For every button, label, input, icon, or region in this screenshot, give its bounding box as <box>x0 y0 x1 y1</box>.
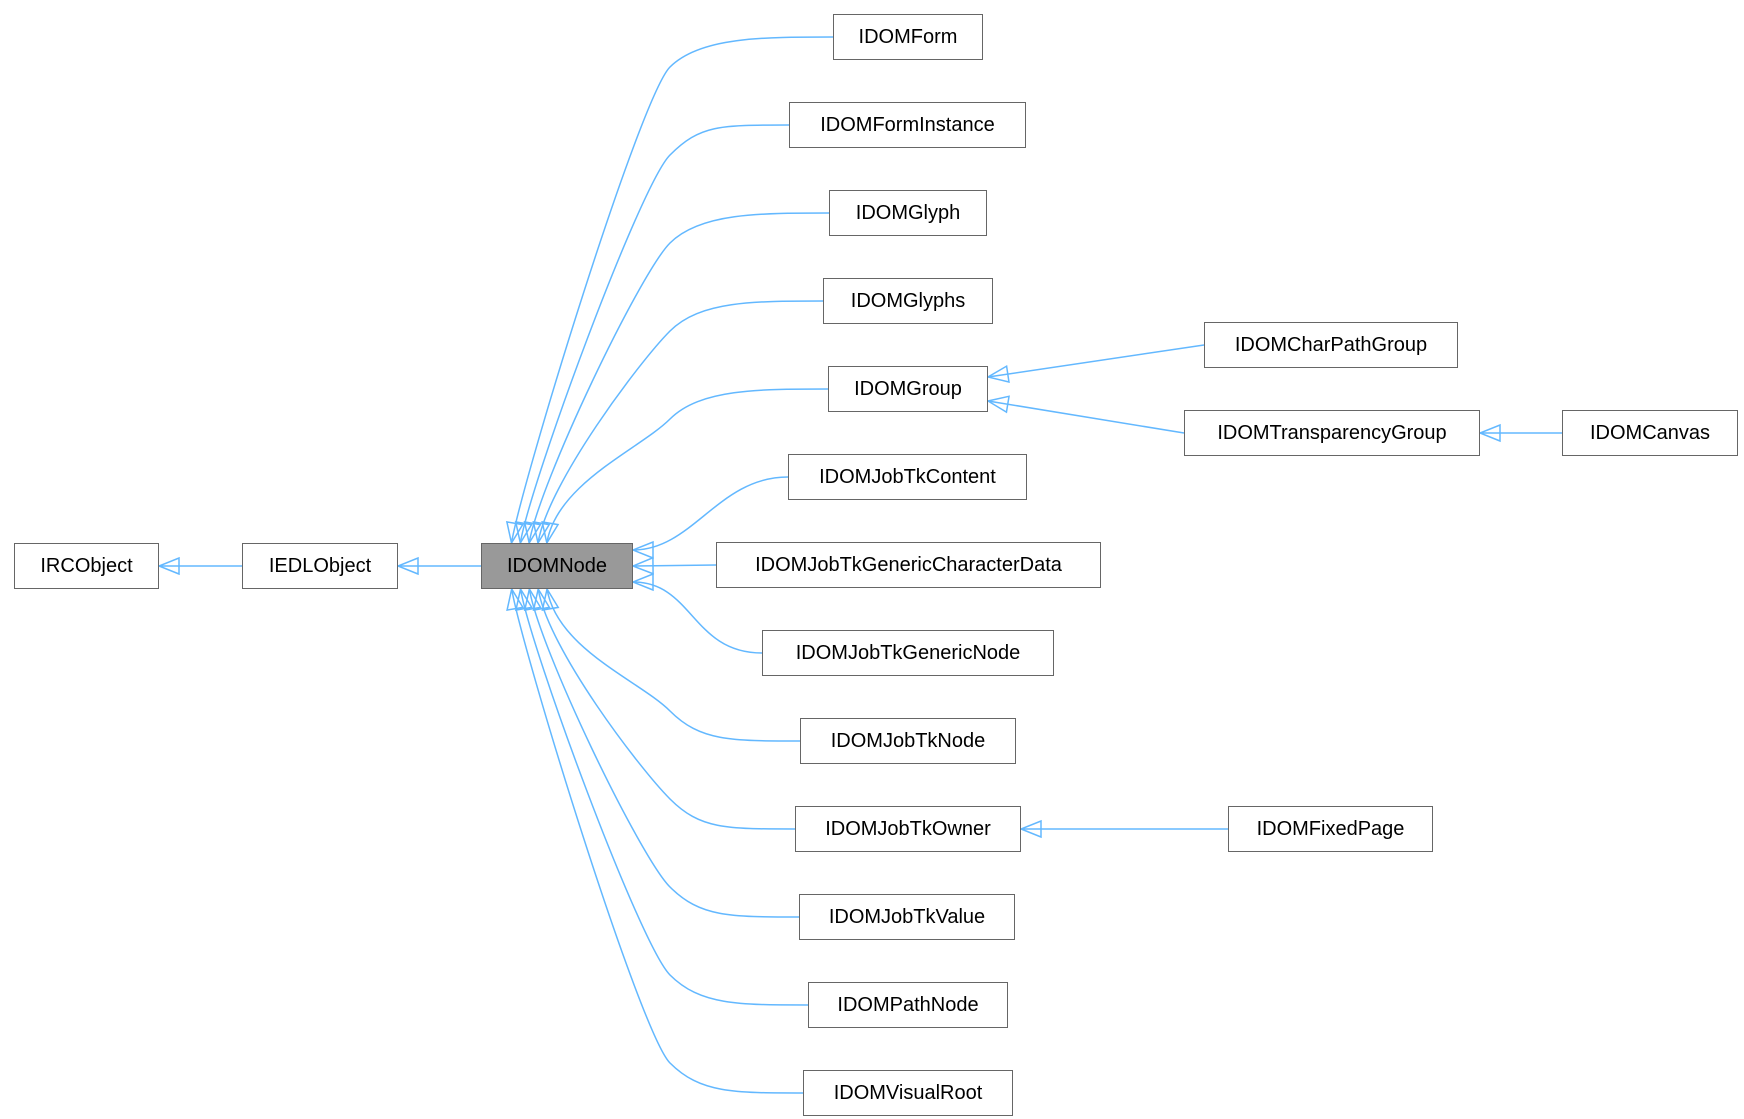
edge-idom-char-path-group-to-idom-group <box>988 344 1205 377</box>
edge-idom-transparency-group-to-idom-group <box>988 401 1185 434</box>
class-node-idom-job-tk-node[interactable]: IDOMJobTkNode <box>800 718 1016 764</box>
class-node-idom-fixed-page[interactable]: IDOMFixedPage <box>1228 806 1433 852</box>
class-node-idom-path-node[interactable]: IDOMPathNode <box>808 982 1008 1028</box>
class-node-idom-job-tk-content[interactable]: IDOMJobTkContent <box>788 454 1027 500</box>
class-node-irc-object[interactable]: IRCObject <box>14 543 159 589</box>
edge-idom-job-tk-value-to-idom-node <box>529 589 800 918</box>
edge-idom-form-instance-to-idom-node <box>520 124 790 543</box>
edge-idom-job-tk-generic-character-data-to-idom-node <box>633 565 717 566</box>
class-node-idom-job-tk-generic-node[interactable]: IDOMJobTkGenericNode <box>762 630 1054 676</box>
class-node-idom-transparency-group[interactable]: IDOMTransparencyGroup <box>1184 410 1480 456</box>
edge-idom-glyph-to-idom-node <box>529 212 830 543</box>
class-node-iedl-object[interactable]: IEDLObject <box>242 543 398 589</box>
class-node-idom-char-path-group[interactable]: IDOMCharPathGroup <box>1204 322 1458 368</box>
class-node-idom-glyphs[interactable]: IDOMGlyphs <box>823 278 993 324</box>
class-node-idom-glyph[interactable]: IDOMGlyph <box>829 190 987 236</box>
edge-idom-job-tk-owner-to-idom-node <box>538 589 796 830</box>
edge-idom-glyphs-to-idom-node <box>538 300 824 543</box>
edge-idom-job-tk-node-to-idom-node <box>547 589 801 742</box>
class-node-idom-group[interactable]: IDOMGroup <box>828 366 988 412</box>
edge-idom-path-node-to-idom-node <box>521 589 809 1006</box>
class-node-idom-visual-root[interactable]: IDOMVisualRoot <box>803 1070 1013 1116</box>
class-node-idom-job-tk-owner[interactable]: IDOMJobTkOwner <box>795 806 1021 852</box>
edge-idom-visual-root-to-idom-node <box>512 589 804 1094</box>
class-node-idom-job-tk-value[interactable]: IDOMJobTkValue <box>799 894 1015 940</box>
edge-idom-group-to-idom-node <box>547 388 829 543</box>
class-node-idom-canvas[interactable]: IDOMCanvas <box>1562 410 1738 456</box>
class-node-idom-job-tk-generic-character-data[interactable]: IDOMJobTkGenericCharacterData <box>716 542 1101 588</box>
class-node-idom-form[interactable]: IDOMForm <box>833 14 983 60</box>
class-node-idom-node: IDOMNode <box>481 543 633 589</box>
edge-idom-job-tk-generic-node-to-idom-node <box>633 582 763 654</box>
edge-idom-form-to-idom-node <box>512 36 834 543</box>
edge-idom-job-tk-content-to-idom-node <box>633 476 789 550</box>
class-node-idom-form-instance[interactable]: IDOMFormInstance <box>789 102 1026 148</box>
